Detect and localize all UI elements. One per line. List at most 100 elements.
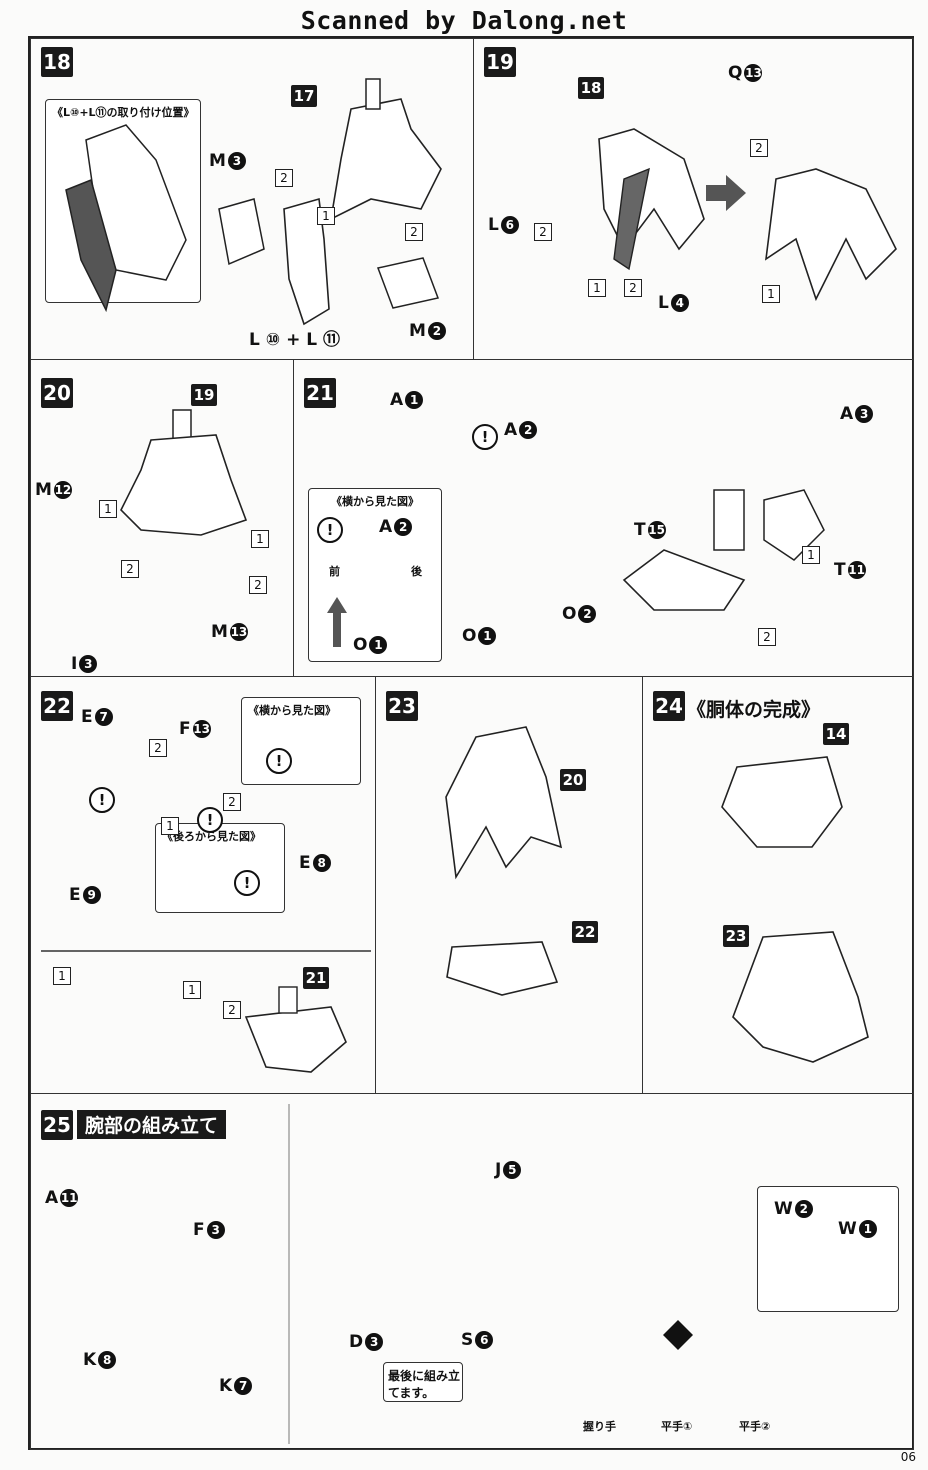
callout-title: 《横から見た図》 xyxy=(248,704,336,717)
caution-icon: ! xyxy=(317,517,343,543)
step-title: 腕部の組み立て xyxy=(77,1110,227,1139)
completed-waist-illustration xyxy=(764,168,897,302)
label-back: 後 xyxy=(411,565,422,578)
step-marker: 1 xyxy=(317,207,335,225)
page-number: 06 xyxy=(900,1450,916,1464)
step-number: 25 xyxy=(41,1110,73,1140)
waist-part-illustration xyxy=(329,78,442,221)
step-marker: 2 xyxy=(223,1001,241,1019)
leg-closeup-illustration xyxy=(65,124,187,313)
label-front: 前 xyxy=(329,565,340,578)
step-marker: 1 xyxy=(251,530,269,548)
step-marker: 2 xyxy=(223,793,241,811)
step-marker: 2 xyxy=(275,169,293,187)
callout-title: 《横から見た図》 xyxy=(331,495,419,508)
step-number: 23 xyxy=(386,691,418,721)
plate-m2-illustration xyxy=(376,257,440,309)
hand-label-1: 平手① xyxy=(661,1420,693,1433)
step-marker: 1 xyxy=(183,981,201,999)
caution-icon: ! xyxy=(89,787,115,813)
scan-credit: Scanned by Dalong.net xyxy=(300,6,628,35)
caution-icon: ! xyxy=(197,807,223,833)
lower-hip-illustration xyxy=(446,941,559,996)
ref-badge-19: 19 xyxy=(191,384,217,406)
hand-label-2: 平手② xyxy=(739,1420,771,1433)
callout-title: 《L⑩+L⑪の取り付け位置》 xyxy=(52,106,195,119)
step-marker: 2 xyxy=(758,628,776,646)
step-marker: 1 xyxy=(53,967,71,985)
step-number: 24 xyxy=(653,691,685,721)
callout-back-view: 《後ろから見た図》 ! xyxy=(155,823,285,913)
ref-badge-20: 20 xyxy=(560,769,586,791)
step-marker: 2 xyxy=(249,576,267,594)
ref-badge-18: 18 xyxy=(578,77,604,99)
step-marker: 2 xyxy=(750,139,768,157)
step-marker: 1 xyxy=(802,546,820,564)
skirt-assembly-illustration xyxy=(120,409,248,536)
step-marker: 2 xyxy=(534,223,552,241)
divider-line xyxy=(41,950,371,952)
step-number: 22 xyxy=(41,691,73,721)
hip-frame-illustration xyxy=(622,489,825,611)
step-marker: 2 xyxy=(121,560,139,578)
ref-badge-21: 21 xyxy=(303,967,329,989)
step-number: 21 xyxy=(304,378,336,408)
armor-plate-illustration xyxy=(218,198,265,266)
step-marker: 2 xyxy=(149,739,167,757)
step-marker: 1 xyxy=(762,285,780,303)
leg-part-illustration xyxy=(283,197,330,326)
ref-badge-14: 14 xyxy=(823,723,849,745)
step-marker: 2 xyxy=(624,279,642,297)
panel-divider xyxy=(288,1104,290,1444)
step-marker: 1 xyxy=(588,279,606,297)
caution-icon: ! xyxy=(234,870,260,896)
upper-skirt-illustration xyxy=(445,726,563,880)
ref-badge-22: 22 xyxy=(572,921,598,943)
callout-l-position: 《L⑩+L⑪の取り付け位置》 xyxy=(45,99,201,313)
torso-illustration xyxy=(721,756,843,848)
direction-arrow-icon xyxy=(706,175,746,211)
step-number: 18 xyxy=(41,47,73,77)
step-number: 20 xyxy=(41,378,73,408)
up-arrow-icon xyxy=(327,597,347,647)
step-marker: 2 xyxy=(405,223,423,241)
step-marker: 1 xyxy=(99,500,117,518)
waist-assembly-illustration xyxy=(598,128,705,271)
step-title: 《胴体の完成》 xyxy=(687,699,821,721)
step-24-panel: 24 《胴体の完成》 14 23 xyxy=(642,676,914,1094)
note-box: 最後に組み立てます。 xyxy=(383,1362,463,1402)
assembled-waist-illustration xyxy=(732,931,869,1063)
